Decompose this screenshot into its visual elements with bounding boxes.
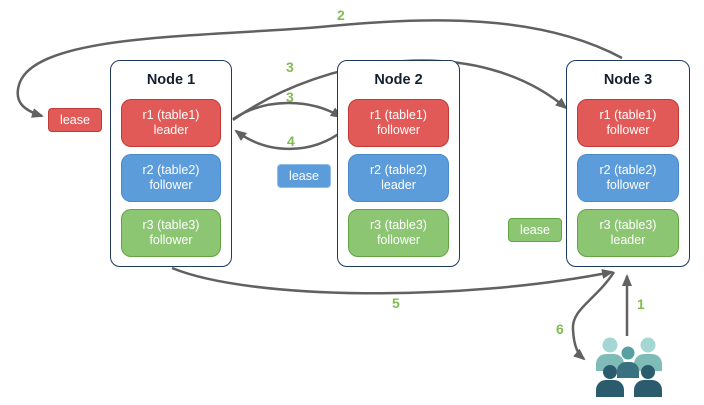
node1-replica-r2: r2 (table2) follower: [121, 154, 221, 202]
node-3: Node 3 r1 (table1) follower r2 (table2) …: [566, 60, 690, 267]
replica-role: follower: [149, 178, 193, 192]
node2-replica-r3: r3 (table3) follower: [348, 209, 449, 257]
arrow-step3-node1-to-node2: [232, 101, 343, 121]
node1-replica-r3: r3 (table3) follower: [121, 209, 221, 257]
replica-name: r1 (table1): [599, 108, 657, 122]
step-label-2: 2: [337, 7, 345, 23]
replica-role: follower: [149, 233, 193, 247]
replica-name: r3 (table3): [599, 218, 657, 232]
lease-badge-table1: lease: [48, 108, 102, 132]
step-label-3b: 3: [286, 89, 294, 105]
node2-replica-r2: r2 (table2) leader: [348, 154, 449, 202]
arrow-step2-node3-to-red-lease: [16, 19, 623, 118]
node1-replica-r1: r1 (table1) leader: [121, 99, 221, 147]
replica-name: r2 (table2): [370, 163, 427, 177]
replica-name: r1 (table1): [370, 108, 427, 122]
step-label-3a: 3: [286, 59, 294, 75]
arrow-step5-node1-to-node3: [171, 266, 614, 295]
replica-name: r1 (table1): [142, 108, 200, 122]
node3-replica-r3: r3 (table3) leader: [577, 209, 679, 257]
lease-badge-table3: lease: [508, 218, 562, 242]
lease-badge-table2: lease: [277, 164, 331, 188]
replica-role: follower: [606, 178, 650, 192]
node-2: Node 2 r1 (table1) follower r2 (table2) …: [337, 60, 460, 267]
step-label-1: 1: [637, 296, 645, 312]
replica-role: leader: [381, 178, 416, 192]
step-label-6: 6: [556, 321, 564, 337]
node-1: Node 1 r1 (table1) leader r2 (table2) fo…: [110, 60, 232, 267]
replica-name: r3 (table3): [370, 218, 427, 232]
arrow-step6-node3-to-users: [571, 271, 616, 361]
replica-role: follower: [376, 123, 421, 137]
replica-name: r2 (table2): [599, 163, 657, 177]
node-2-title: Node 2: [374, 72, 423, 88]
step-label-4: 4: [287, 133, 295, 149]
node2-replica-r1: r1 (table1) follower: [348, 99, 449, 147]
users-icon: [596, 337, 662, 397]
replica-name: r3 (table3): [142, 218, 200, 232]
node-3-title: Node 3: [603, 72, 653, 88]
replica-role: follower: [606, 123, 650, 137]
replica-role: leader: [610, 233, 646, 247]
arrow-step4-node2-to-node1: [234, 129, 345, 151]
node3-replica-r2: r2 (table2) follower: [577, 154, 679, 202]
replica-role: follower: [376, 233, 421, 247]
node-1-title: Node 1: [146, 72, 196, 88]
replica-name: r2 (table2): [142, 163, 200, 177]
step-label-5: 5: [392, 295, 400, 311]
replica-role: leader: [153, 123, 189, 137]
node3-replica-r1: r1 (table1) follower: [577, 99, 679, 147]
